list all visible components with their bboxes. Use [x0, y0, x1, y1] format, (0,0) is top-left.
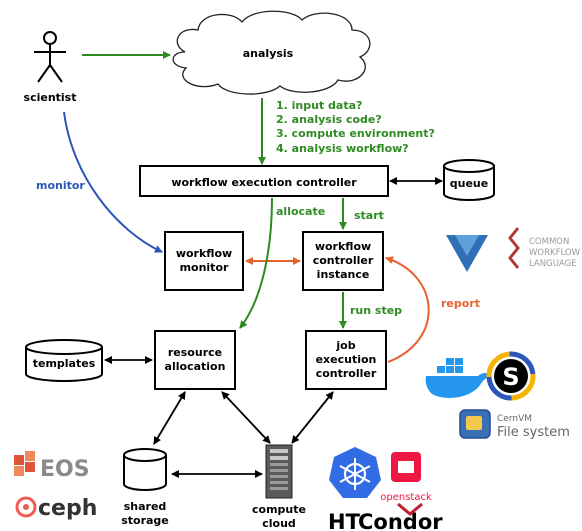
cwl-text-1: COMMON — [529, 237, 569, 247]
docker-logo — [425, 358, 490, 398]
wci-label-line3: instance — [317, 268, 370, 281]
analysis-cloud — [172, 10, 371, 95]
monitor-label: monitor — [36, 179, 85, 192]
jec-label-line3: controller — [316, 367, 377, 380]
kubernetes-logo — [329, 447, 381, 498]
scientist-icon — [34, 31, 66, 83]
openstack-text: openstack — [380, 492, 432, 503]
question-4: 4. analysis workflow? — [276, 142, 409, 155]
job-execution-controller-box — [305, 330, 387, 390]
workflow-monitor-label-line2: monitor — [180, 261, 229, 274]
allocate-label: allocate — [276, 205, 325, 218]
scientist-label: scientist — [24, 91, 77, 104]
htcondor-logo: HT Condor — [328, 502, 443, 531]
report-label: report — [441, 297, 480, 310]
edge-jec-compute — [291, 391, 334, 444]
shared-storage-cylinder — [123, 448, 167, 491]
cwl-logo: COMMON WORKFLOW LANGUAGE — [508, 227, 581, 269]
queue-label: queue — [450, 177, 488, 190]
templates-cylinder — [25, 339, 103, 382]
singularity-logo: S — [486, 351, 536, 401]
htcondor-condor-text: Condor — [358, 510, 443, 531]
resource-allocation-label-line2: allocation — [165, 360, 226, 373]
jec-label-line2: execution — [316, 353, 377, 366]
edge-resource-compute — [221, 391, 271, 444]
cvmfs-logo: CernVM File system — [459, 409, 570, 440]
openstack-logo: openstack — [380, 452, 432, 503]
wci-label-line1: workflow — [315, 240, 371, 253]
compute-cloud-label-line2: cloud — [262, 517, 296, 530]
htcondor-ht-text: HT — [328, 510, 361, 531]
analysis-label: analysis — [243, 47, 294, 60]
eos-logo: EOS — [14, 451, 90, 482]
question-3: 3. compute environment? — [276, 127, 435, 140]
question-2: 2. analysis code? — [276, 113, 382, 126]
shared-storage-label-line1: shared — [124, 500, 167, 513]
question-1: 1. input data? — [276, 99, 362, 112]
resource-allocation-label-line1: resource — [168, 346, 222, 359]
queue-cylinder — [443, 159, 495, 201]
cwl-text-3: LANGUAGE — [529, 259, 577, 269]
edge-resource-storage — [153, 391, 186, 445]
compute-server-icon — [265, 444, 293, 499]
compute-cloud-label-line1: compute — [252, 503, 306, 516]
workflow-v-logo — [446, 235, 488, 272]
workflow-controller-instance-box — [302, 231, 384, 291]
workflow-monitor-box — [164, 231, 244, 291]
start-label: start — [354, 209, 384, 222]
templates-label: templates — [33, 357, 96, 370]
cvmfs-text-2: File system — [497, 425, 570, 440]
svg-text:S: S — [502, 363, 519, 391]
workflow-execution-controller-label: workflow execution controller — [171, 176, 357, 189]
run-step-label: run step — [350, 304, 402, 317]
jec-label-line1: job — [335, 339, 355, 352]
eos-text: EOS — [40, 457, 90, 482]
cvmfs-text-1: CernVM — [497, 414, 532, 424]
wci-label-line2: controller — [313, 254, 374, 267]
ceph-logo: ceph — [15, 496, 97, 521]
shared-storage-label-line2: storage — [121, 514, 169, 527]
ceph-text: ceph — [38, 496, 97, 521]
resource-allocation-box — [154, 330, 236, 390]
edge-scientist-monitor — [63, 111, 163, 253]
workflow-monitor-label-line1: workflow — [176, 247, 232, 260]
edge-jec-wci-report — [385, 256, 430, 363]
workflow-execution-controller-box — [139, 165, 389, 197]
cwl-text-2: WORKFLOW — [529, 248, 581, 258]
edge-wec-resource-allocation — [239, 197, 273, 329]
